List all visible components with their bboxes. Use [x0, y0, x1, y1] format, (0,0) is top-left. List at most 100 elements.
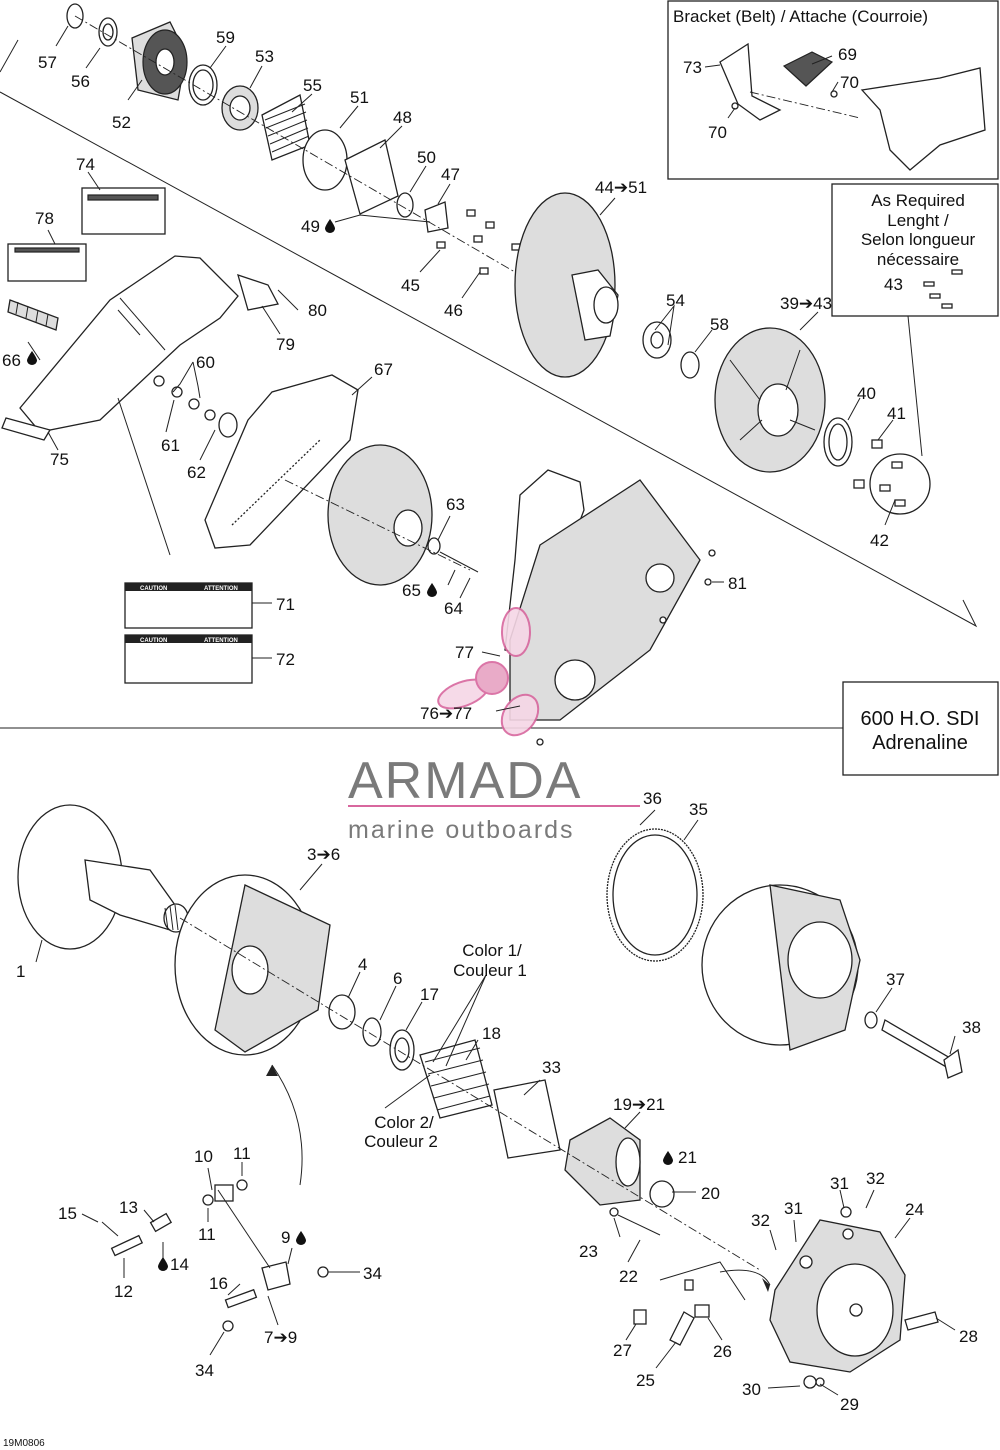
- callout-33: 33: [542, 1058, 561, 1077]
- callout-1: 1: [16, 962, 25, 981]
- callout-71: 71: [276, 595, 295, 614]
- callout-15: 15: [58, 1204, 77, 1223]
- watermark-brand: ARMADA: [348, 752, 582, 810]
- caution-label-right: ATTENTION: [204, 586, 238, 592]
- callout-45: 45: [401, 276, 420, 295]
- color1-line1: Color 1/: [462, 941, 522, 960]
- callout-76-77: 76➔77: [420, 704, 472, 723]
- callout-24: 24: [905, 1200, 924, 1219]
- callout-19-21: 19➔21: [613, 1095, 665, 1114]
- callout-81: 81: [728, 574, 747, 593]
- callout-59: 59: [216, 28, 235, 47]
- callout-10: 10: [194, 1147, 213, 1166]
- callout-70-a: 70: [840, 73, 859, 92]
- callout-70-b: 70: [708, 123, 727, 142]
- bracket-box-title: Bracket (Belt) / Attache (Courroie): [673, 7, 928, 26]
- drive-pulley-lower-group: [17, 804, 761, 1271]
- frame-fragment: [860, 67, 986, 171]
- callout-36: 36: [643, 789, 662, 808]
- caution-label-left: CAUTION: [140, 586, 167, 592]
- callout-18: 18: [482, 1024, 501, 1043]
- drive-pulley-cap-group: [66, 3, 521, 276]
- callout-34-a: 34: [363, 1264, 382, 1283]
- drop-icon: [158, 1257, 168, 1271]
- callout-29: 29: [840, 1395, 859, 1414]
- driven-housing-group: [633, 1206, 939, 1389]
- as-required-line2: Lenght /: [887, 211, 949, 230]
- callout-7-9: 7➔9: [264, 1328, 297, 1347]
- callout-51: 51: [350, 88, 369, 107]
- as-required-box: As Required Lenght / Selon longueur néce…: [831, 183, 999, 457]
- callout-41: 41: [887, 404, 906, 423]
- callout-4: 4: [358, 955, 367, 974]
- callout-55: 55: [303, 76, 322, 95]
- callout-72: 72: [276, 650, 295, 669]
- callout-62: 62: [187, 463, 206, 482]
- color2-line2: Couleur 2: [364, 1132, 438, 1151]
- callout-44-51: 44➔51: [595, 178, 647, 197]
- callout-67: 67: [374, 360, 393, 379]
- drop-icon: [663, 1151, 673, 1165]
- model-name: 600 H.O. SDI: [861, 708, 980, 730]
- callout-42: 42: [870, 531, 889, 550]
- model-box: 600 H.O. SDI Adrenaline: [842, 681, 999, 776]
- callout-28: 28: [959, 1327, 978, 1346]
- drop-icon: [325, 219, 335, 233]
- belt-guard-group: [1, 187, 279, 556]
- driven-pulley-group: [514, 192, 931, 515]
- callout-57: 57: [38, 53, 57, 72]
- callout-34-b: 34: [195, 1361, 214, 1380]
- callout-77: 77: [455, 643, 474, 662]
- callout-75: 75: [50, 450, 69, 469]
- callout-53: 53: [255, 47, 274, 66]
- callout-6: 6: [393, 969, 402, 988]
- callout-27: 27: [613, 1341, 632, 1360]
- callout-14: 14: [170, 1255, 189, 1274]
- callout-labels: 57 56 52 59 53 55 51 48 50 47 49 45 46 4…: [2, 28, 981, 1449]
- callout-11-a: 11: [233, 1144, 251, 1163]
- color2-line1: Color 2/: [374, 1113, 434, 1132]
- caution-label-right-2: ATTENTION: [204, 638, 238, 644]
- callout-23: 23: [579, 1242, 598, 1261]
- callout-26: 26: [713, 1342, 732, 1361]
- leader-lines: [27, 25, 956, 1396]
- as-required-line3: Selon longueur: [861, 230, 976, 249]
- as-required-line1: As Required: [871, 191, 965, 210]
- as-required-line4: nécessaire: [877, 250, 959, 269]
- callout-31-b: 31: [830, 1174, 849, 1193]
- callout-40: 40: [857, 384, 876, 403]
- callout-65: 65: [402, 581, 421, 600]
- callout-21: 21: [678, 1148, 697, 1167]
- drawing-code: 19M0806: [3, 1438, 45, 1449]
- callout-54: 54: [666, 291, 685, 310]
- callout-58: 58: [710, 315, 729, 334]
- callout-3-6: 3➔6: [307, 845, 340, 864]
- section-divider-lines: [0, 39, 978, 729]
- callout-46: 46: [444, 301, 463, 320]
- callout-37: 37: [886, 970, 905, 989]
- callout-73: 73: [683, 58, 702, 77]
- callout-35: 35: [689, 800, 708, 819]
- color1-line2: Couleur 1: [453, 961, 527, 980]
- callout-63: 63: [446, 495, 465, 514]
- watermark-tagline: marine outboards: [348, 816, 575, 844]
- pulley-guard-group: [504, 469, 716, 746]
- drop-icon: [296, 1231, 306, 1245]
- callout-61: 61: [161, 436, 180, 455]
- callout-79: 79: [276, 335, 295, 354]
- callout-56: 56: [71, 72, 90, 91]
- callout-30: 30: [742, 1380, 761, 1399]
- callout-74: 74: [76, 155, 95, 174]
- lever-pin-group: [101, 1064, 329, 1332]
- ring-gear-group: [606, 828, 963, 1079]
- callout-31-a: 31: [784, 1199, 803, 1218]
- callout-39-43: 39➔43: [780, 294, 832, 313]
- callout-80: 80: [308, 301, 327, 320]
- callout-43: 43: [884, 275, 903, 294]
- callout-16: 16: [209, 1274, 228, 1293]
- callout-13: 13: [119, 1198, 138, 1217]
- callout-12: 12: [114, 1282, 133, 1301]
- callout-50: 50: [417, 148, 436, 167]
- callout-52: 52: [112, 113, 131, 132]
